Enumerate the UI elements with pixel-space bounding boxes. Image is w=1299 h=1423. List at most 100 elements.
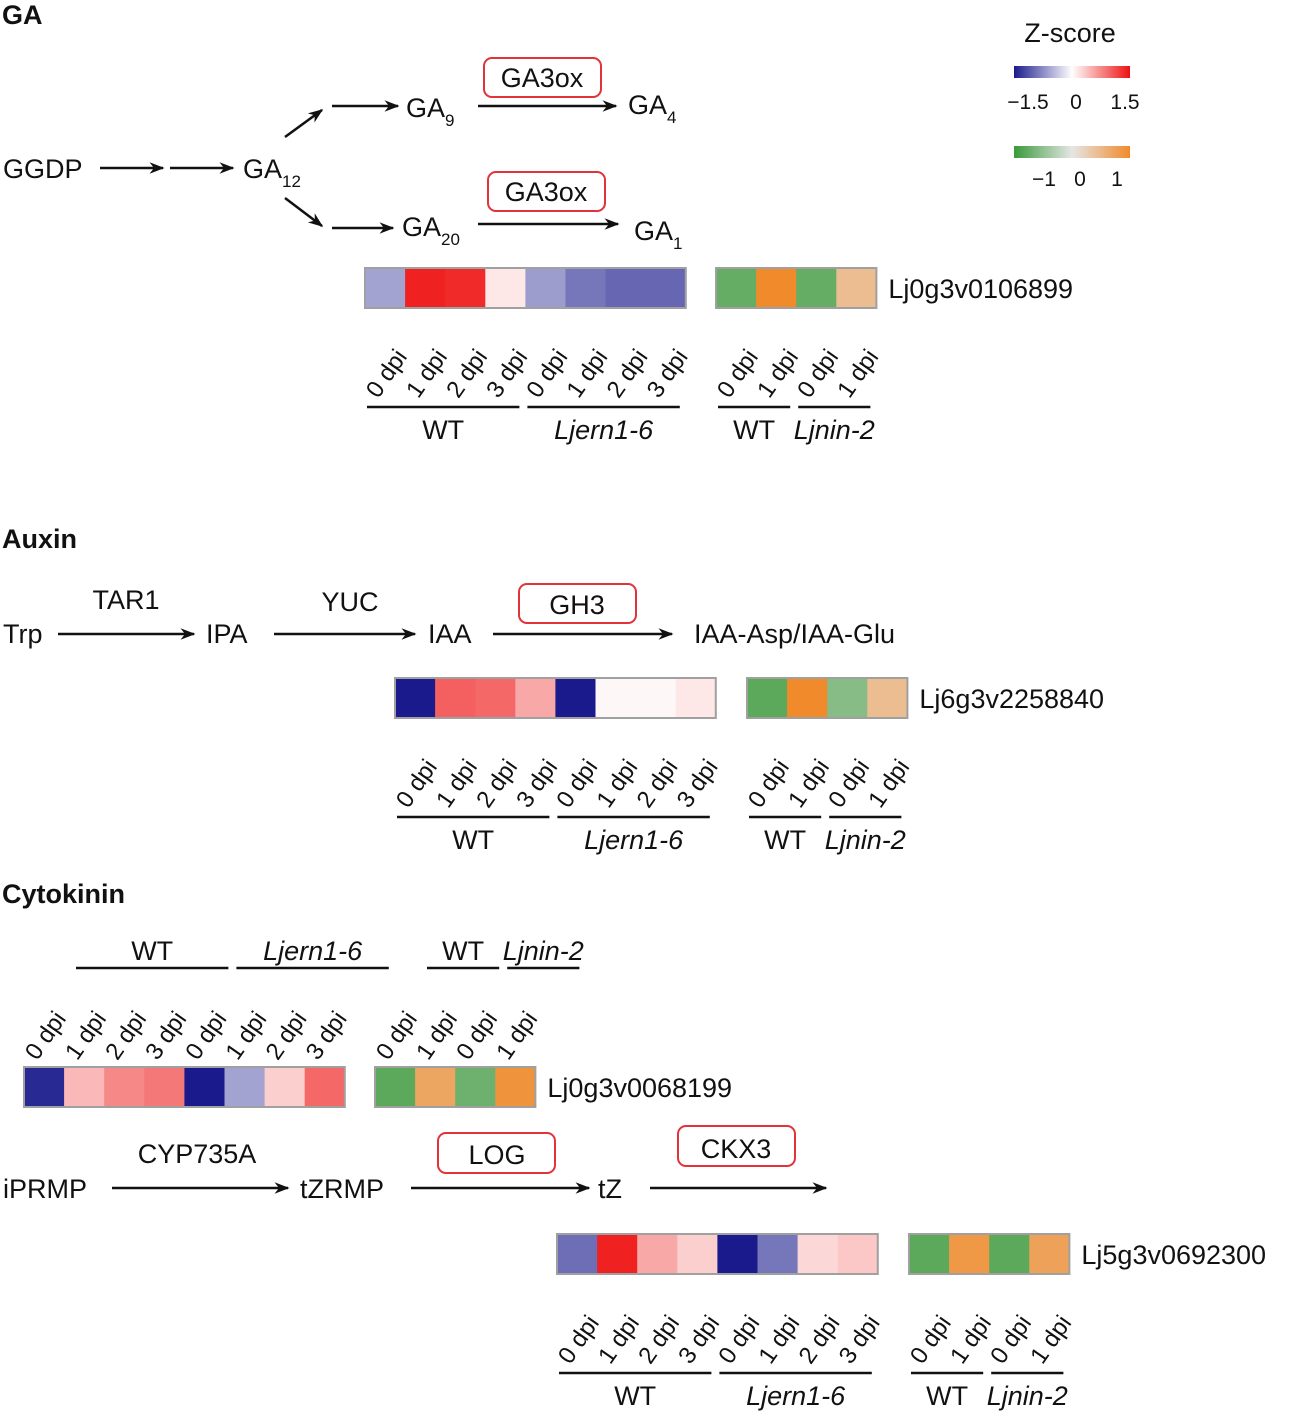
enzyme-log: LOG bbox=[468, 1140, 525, 1170]
heatmap-cell bbox=[595, 678, 637, 718]
timepoint-label: 0 dpi bbox=[553, 1311, 605, 1369]
heatmap-cell bbox=[455, 1067, 496, 1107]
legend2-tick-min: −1 bbox=[1032, 168, 1056, 191]
group-label: WT bbox=[452, 825, 494, 855]
timepoint-label: 2 dpi bbox=[633, 1311, 685, 1369]
timepoint-label: 0 dpi bbox=[823, 755, 875, 813]
timepoint-label: 1 dpi bbox=[60, 1007, 112, 1065]
node-tz: tZ bbox=[598, 1174, 622, 1204]
heatmap-cell bbox=[747, 678, 788, 718]
heatmap-cell bbox=[949, 1234, 990, 1274]
heatmap-cell bbox=[565, 268, 607, 308]
timepoint-label: 2 dpi bbox=[441, 345, 493, 403]
heatmap-cell bbox=[395, 678, 436, 718]
enzyme-ga3ox-bottom: GA3ox bbox=[505, 177, 588, 207]
group-label: WT bbox=[442, 936, 484, 966]
heatmap-cell bbox=[867, 678, 908, 718]
node-trp: Trp bbox=[3, 619, 43, 649]
heatmap-cell bbox=[635, 678, 677, 718]
heatmap-cell bbox=[675, 678, 717, 718]
enzyme-box-ga3ox-bottom bbox=[487, 171, 606, 212]
section-title-ga: GA bbox=[2, 0, 43, 30]
timepoint-label: 3 dpi bbox=[672, 755, 724, 813]
heatmap-cell bbox=[787, 678, 828, 718]
gene-label: Lj6g3v2258840 bbox=[919, 684, 1104, 714]
heatmap-cell bbox=[989, 1234, 1030, 1274]
heatmap-cell bbox=[645, 268, 687, 308]
node-ga9: GA9 bbox=[406, 93, 454, 130]
group-label: Ljern1-6 bbox=[746, 1381, 846, 1411]
group-label: Ljnin-2 bbox=[825, 825, 906, 855]
node-iaa-conjugates: IAA-Asp/IAA-Glu bbox=[694, 619, 895, 649]
timepoint-label: 1 dpi bbox=[591, 755, 643, 813]
timepoint-label: 1 dpi bbox=[411, 1007, 463, 1065]
heatmap-frame bbox=[364, 267, 687, 309]
heatmap-cell bbox=[716, 268, 757, 308]
group-label: Ljnin-2 bbox=[794, 415, 875, 445]
legend1-tick-mid: 0 bbox=[1070, 91, 1082, 114]
timepoint-label: 1 dpi bbox=[752, 345, 804, 403]
group-label: Ljern1-6 bbox=[554, 415, 654, 445]
heatmap-cell bbox=[827, 678, 868, 718]
heatmap-cell bbox=[405, 268, 446, 308]
timepoint-label: 2 dpi bbox=[471, 755, 523, 813]
timepoint-label: 0 dpi bbox=[985, 1311, 1037, 1369]
zscore-legend: Z-score −1.5 0 1.5 −1 0 1 bbox=[1007, 18, 1139, 191]
gene-label: Lj5g3v0692300 bbox=[1081, 1240, 1266, 1270]
heatmap-frame bbox=[394, 677, 717, 719]
timepoint-label: 3 dpi bbox=[140, 1007, 192, 1065]
timepoint-label: 3 dpi bbox=[301, 1007, 353, 1065]
gene-label: Lj0g3v0106899 bbox=[888, 274, 1073, 304]
heatmap-cell bbox=[184, 1067, 225, 1107]
heatmap-cell bbox=[757, 1234, 799, 1274]
timepoint-label: 0 dpi bbox=[371, 1007, 423, 1065]
timepoint-label: 0 dpi bbox=[20, 1007, 72, 1065]
heatmap-cell bbox=[104, 1067, 145, 1107]
section-title-cytokinin: Cytokinin bbox=[2, 879, 125, 909]
heatmap-cell bbox=[24, 1067, 65, 1107]
node-ipa: IPA bbox=[206, 619, 248, 649]
timepoint-label: 0 dpi bbox=[712, 345, 764, 403]
timepoint-label: 0 dpi bbox=[551, 755, 603, 813]
timepoint-label: 1 dpi bbox=[783, 755, 835, 813]
heatmap-cell bbox=[637, 1234, 678, 1274]
timepoint-label: 3 dpi bbox=[673, 1311, 725, 1369]
timepoint-label: 2 dpi bbox=[632, 755, 684, 813]
enzyme-yuc: YUC bbox=[321, 587, 378, 617]
timepoint-label: 3 dpi bbox=[642, 345, 694, 403]
timepoint-label: 1 dpi bbox=[220, 1007, 272, 1065]
heatmap-cell bbox=[525, 268, 566, 308]
node-ga1: GA1 bbox=[634, 216, 682, 253]
timepoint-label: 1 dpi bbox=[561, 345, 613, 403]
heatmap-frame bbox=[374, 1066, 537, 1108]
ga-pathway: GGDP GA12 GA9 GA20 GA3ox GA3ox GA4 GA1 bbox=[3, 57, 682, 253]
section-title-auxin: Auxin bbox=[2, 524, 77, 554]
heatmap-cell bbox=[415, 1067, 456, 1107]
node-iprmp: iPRMP bbox=[3, 1174, 87, 1204]
heatmap-frame bbox=[23, 1066, 346, 1108]
timepoint-label: 3 dpi bbox=[481, 345, 533, 403]
enzyme-box-ckx3 bbox=[677, 1125, 796, 1167]
timepoint-label: 2 dpi bbox=[261, 1007, 313, 1065]
heatmap-cell bbox=[375, 1067, 416, 1107]
heatmap-cell bbox=[1029, 1234, 1070, 1274]
timepoint-label: 1 dpi bbox=[431, 755, 483, 813]
auxin-pathway: Trp TAR1 IPA YUC IAA GH3 IAA-Asp/IAA-Glu bbox=[3, 583, 895, 649]
group-label: WT bbox=[422, 415, 464, 445]
timepoint-label: 1 dpi bbox=[832, 345, 884, 403]
timepoint-label: 0 dpi bbox=[743, 755, 795, 813]
node-ggdp: GGDP bbox=[3, 154, 83, 184]
group-label: Ljnin-2 bbox=[503, 936, 584, 966]
enzyme-box-gh3 bbox=[518, 583, 637, 624]
heatmap-cell bbox=[515, 678, 556, 718]
timepoint-label: 2 dpi bbox=[794, 1311, 846, 1369]
enzyme-box-ga3ox-top bbox=[483, 57, 602, 98]
timepoint-label: 0 dpi bbox=[905, 1311, 957, 1369]
timepoint-label: 1 dpi bbox=[863, 755, 915, 813]
heatmap-cell bbox=[264, 1067, 306, 1107]
node-iaa: IAA bbox=[428, 619, 472, 649]
node-ga20: GA20 bbox=[402, 212, 460, 249]
